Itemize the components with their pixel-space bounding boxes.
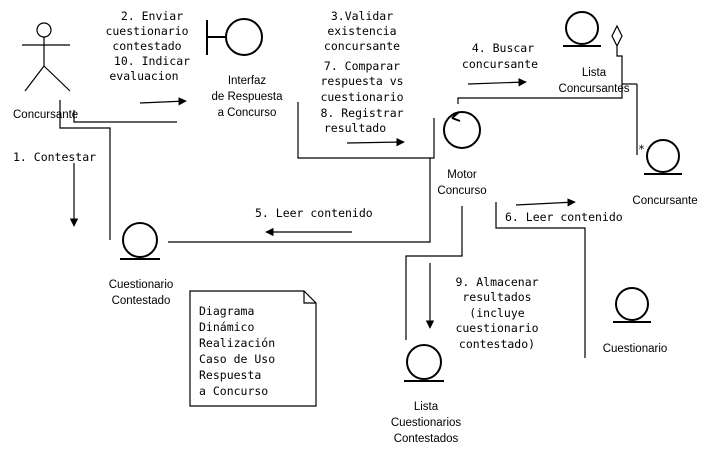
note-line-1: Diagrama <box>199 304 254 318</box>
message-10-label-1: 10. Indicar <box>114 54 190 68</box>
cuestionario-entity-label: Cuestionario <box>603 343 668 355</box>
cuestionario-contestado-label-2: Contestado <box>112 295 171 307</box>
arrow-m3 <box>346 137 405 147</box>
lista-concursantes-label-1: Lista <box>582 67 607 79</box>
cuestionario-contestado-label-1: Cuestionario <box>109 279 174 291</box>
interfaz-label-3: a Concurso <box>218 107 277 119</box>
arrow-m4 <box>467 78 527 87</box>
interfaz-label-2: de Respuesta <box>212 91 284 103</box>
message-4-label-1: 4. Buscar <box>472 41 534 55</box>
message-2-label-3: contestado <box>112 39 181 53</box>
motor-control-icon <box>443 111 481 149</box>
interfaz-boundary-icon <box>206 18 263 56</box>
message-1-label: 1. Contestar <box>13 150 96 164</box>
note-line-5: Respuesta <box>199 368 261 382</box>
lista-cuestionarios-label-3: Contestados <box>394 433 459 445</box>
interfaz-label-1: Interfaz <box>228 75 267 87</box>
lista-concursantes-label-2: Concursantes <box>559 83 630 95</box>
message-6-label: 6. Leer contenido <box>505 210 623 224</box>
arrow-m6 <box>515 198 576 207</box>
link-interfaz-motor <box>297 102 435 159</box>
lista-cuestionarios-entity-icon <box>404 344 444 382</box>
message-9-label-5: contestado) <box>459 337 535 351</box>
note-line-6: a Concurso <box>199 384 268 398</box>
link-motor-cuestionario <box>495 202 586 358</box>
message-8-label-1: 8. Registrar <box>320 106 403 120</box>
message-7-label-1: 7. Comparar <box>324 59 400 73</box>
link-actor-cuestionario-contestado <box>59 100 111 240</box>
message-5-label: 5. Leer contenido <box>255 206 373 220</box>
note-line-2: Dinámico <box>199 320 254 334</box>
link-aggregation-stub <box>616 46 623 84</box>
message-3-label-1: 3.Validar <box>331 9 393 23</box>
concursante-actor <box>22 22 71 92</box>
motor-label-2: Concurso <box>437 185 486 197</box>
message-2-label-2: cuestionario <box>105 24 188 38</box>
motor-label-1: Motor <box>447 169 477 181</box>
link-actor-interfaz <box>73 110 177 123</box>
concursante-actor-label: Concursante <box>13 109 78 121</box>
concursante-entity-icon <box>644 139 682 175</box>
lista-cuestionarios-label-2: Cuestionarios <box>391 417 462 429</box>
aggregation-diamond-icon <box>611 24 623 48</box>
diagram-note <box>189 290 317 407</box>
arrow-m2 <box>139 97 187 106</box>
message-2-label-1: 2. Enviar <box>121 9 183 23</box>
note-line-4: Caso de Uso <box>199 352 275 366</box>
message-3-label-3: concursante <box>324 39 400 53</box>
message-7-label-2: respuesta vs <box>320 74 403 88</box>
message-9-label-2: resultados <box>462 290 531 304</box>
concursante-entity-label: Concursante <box>632 195 697 207</box>
message-8-label-2: resultado <box>324 121 386 135</box>
message-7-label-3: cuestionario <box>320 90 403 104</box>
message-10-label-2: evaluacion <box>109 69 178 83</box>
cuestionario-entity-icon <box>613 287 651 323</box>
lista-concursantes-entity-icon <box>563 11 601 47</box>
message-9-label-3: (incluye <box>469 306 524 320</box>
link-motor-lista-concursantes <box>457 84 623 104</box>
cuestionario-contestado-entity-icon <box>120 222 160 260</box>
message-3-label-2: existencia <box>327 24 396 38</box>
message-4-label-2: concursante <box>462 57 538 71</box>
link-motor-lista-cuestionarios <box>405 206 463 340</box>
link-motor-cuestionario-contestado <box>168 158 431 243</box>
note-line-3: Realización <box>199 336 275 350</box>
message-9-label-4: cuestionario <box>455 321 538 335</box>
lista-cuestionarios-label-1: Lista <box>414 401 439 413</box>
message-9-label-1: 9. Almacenar <box>455 275 538 289</box>
multiplicity-label: * <box>638 142 645 156</box>
